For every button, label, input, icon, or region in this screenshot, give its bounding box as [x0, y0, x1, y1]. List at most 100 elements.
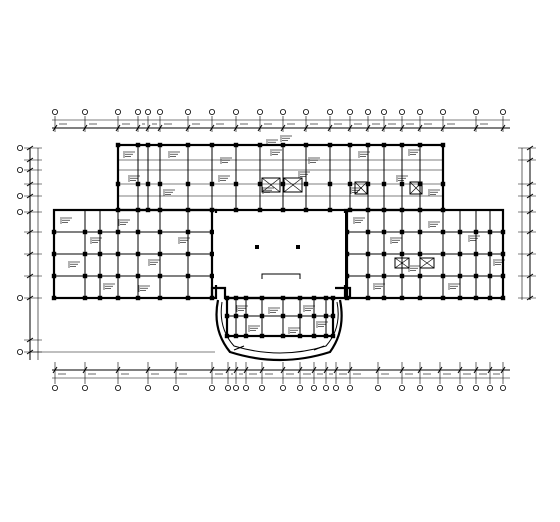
- column: [440, 251, 446, 257]
- axis-bubble: [499, 109, 506, 116]
- stair-opening-diagonal: [409, 181, 423, 195]
- axis-bubble: [436, 384, 443, 391]
- column: [365, 295, 371, 301]
- axis-bubble: [184, 109, 191, 116]
- column: [365, 181, 371, 187]
- column: [399, 273, 405, 279]
- column: [224, 333, 230, 339]
- column: [311, 313, 317, 319]
- axis-bubble: [52, 384, 59, 391]
- column: [97, 295, 103, 301]
- column: [185, 295, 191, 301]
- column: [473, 229, 479, 235]
- column: [280, 295, 286, 301]
- column: [500, 229, 506, 235]
- axis-bubble: [310, 384, 317, 391]
- axis-bubble: [472, 384, 479, 391]
- column: [417, 273, 423, 279]
- axis-bubble: [439, 109, 446, 116]
- stair-opening: [283, 177, 303, 193]
- stair-opening-diagonal: [419, 257, 435, 269]
- column: [97, 273, 103, 279]
- column: [51, 273, 57, 279]
- column: [323, 313, 329, 319]
- column: [51, 295, 57, 301]
- column: [327, 142, 333, 148]
- axis-bubble: [16, 144, 23, 151]
- atrium-marker-left: [255, 245, 259, 249]
- column: [185, 273, 191, 279]
- column: [82, 273, 88, 279]
- atrium-opening: [214, 213, 345, 285]
- curved-front-note: [313, 345, 325, 351]
- column: [135, 142, 141, 148]
- column: [347, 181, 353, 187]
- column: [135, 181, 141, 187]
- axis-bubble: [16, 348, 23, 355]
- column: [440, 229, 446, 235]
- axis-bubble: [380, 109, 387, 116]
- right-dim-ticks: [518, 145, 536, 301]
- column: [381, 295, 387, 301]
- south-curved-inner: [220, 301, 339, 354]
- column: [135, 229, 141, 235]
- column: [330, 333, 336, 339]
- column: [157, 273, 163, 279]
- column: [457, 229, 463, 235]
- axis-bubble: [156, 109, 163, 116]
- axis-bubble: [144, 109, 151, 116]
- axis-bubble: [172, 384, 179, 391]
- axis-bubble: [374, 384, 381, 391]
- column: [365, 251, 371, 257]
- column: [457, 295, 463, 301]
- right-dimension-chain: [518, 145, 536, 301]
- column: [185, 207, 191, 213]
- column: [330, 313, 336, 319]
- column: [440, 181, 446, 187]
- column: [473, 273, 479, 279]
- column: [259, 313, 265, 319]
- axis-bubble: [296, 384, 303, 391]
- axis-bubble: [144, 384, 151, 391]
- column: [297, 333, 303, 339]
- axis-bubble: [256, 109, 263, 116]
- column: [185, 229, 191, 235]
- bottom-dim-ticks: [52, 362, 506, 384]
- column: [51, 229, 57, 235]
- column: [365, 273, 371, 279]
- top-dimension-chain: [52, 109, 510, 132]
- column: [135, 273, 141, 279]
- column: [257, 142, 263, 148]
- axis-bubble: [258, 384, 265, 391]
- column: [135, 251, 141, 257]
- column: [233, 207, 239, 213]
- column: [115, 207, 121, 213]
- column: [115, 142, 121, 148]
- column: [209, 273, 215, 279]
- column: [303, 207, 309, 213]
- stair-opening-diagonal: [394, 257, 410, 269]
- column: [347, 142, 353, 148]
- axis-bubble: [232, 384, 239, 391]
- axis-bubble: [16, 192, 23, 199]
- top-dim-ticks: [52, 116, 506, 132]
- column: [157, 295, 163, 301]
- column: [457, 273, 463, 279]
- south-curved-front: [215, 299, 343, 362]
- stair-opening: [354, 181, 368, 195]
- column: [145, 142, 151, 148]
- column: [135, 295, 141, 301]
- axis-bubble: [242, 384, 249, 391]
- axis-bubble: [82, 384, 89, 391]
- axis-bubble: [346, 384, 353, 391]
- column: [115, 181, 121, 187]
- column: [417, 229, 423, 235]
- left-dim-ticks: [24, 145, 42, 355]
- column: [209, 295, 215, 301]
- column: [115, 295, 121, 301]
- atrium-void: [214, 213, 345, 285]
- bottom-axis-bubbles: [52, 384, 506, 391]
- column: [487, 273, 493, 279]
- column: [209, 229, 215, 235]
